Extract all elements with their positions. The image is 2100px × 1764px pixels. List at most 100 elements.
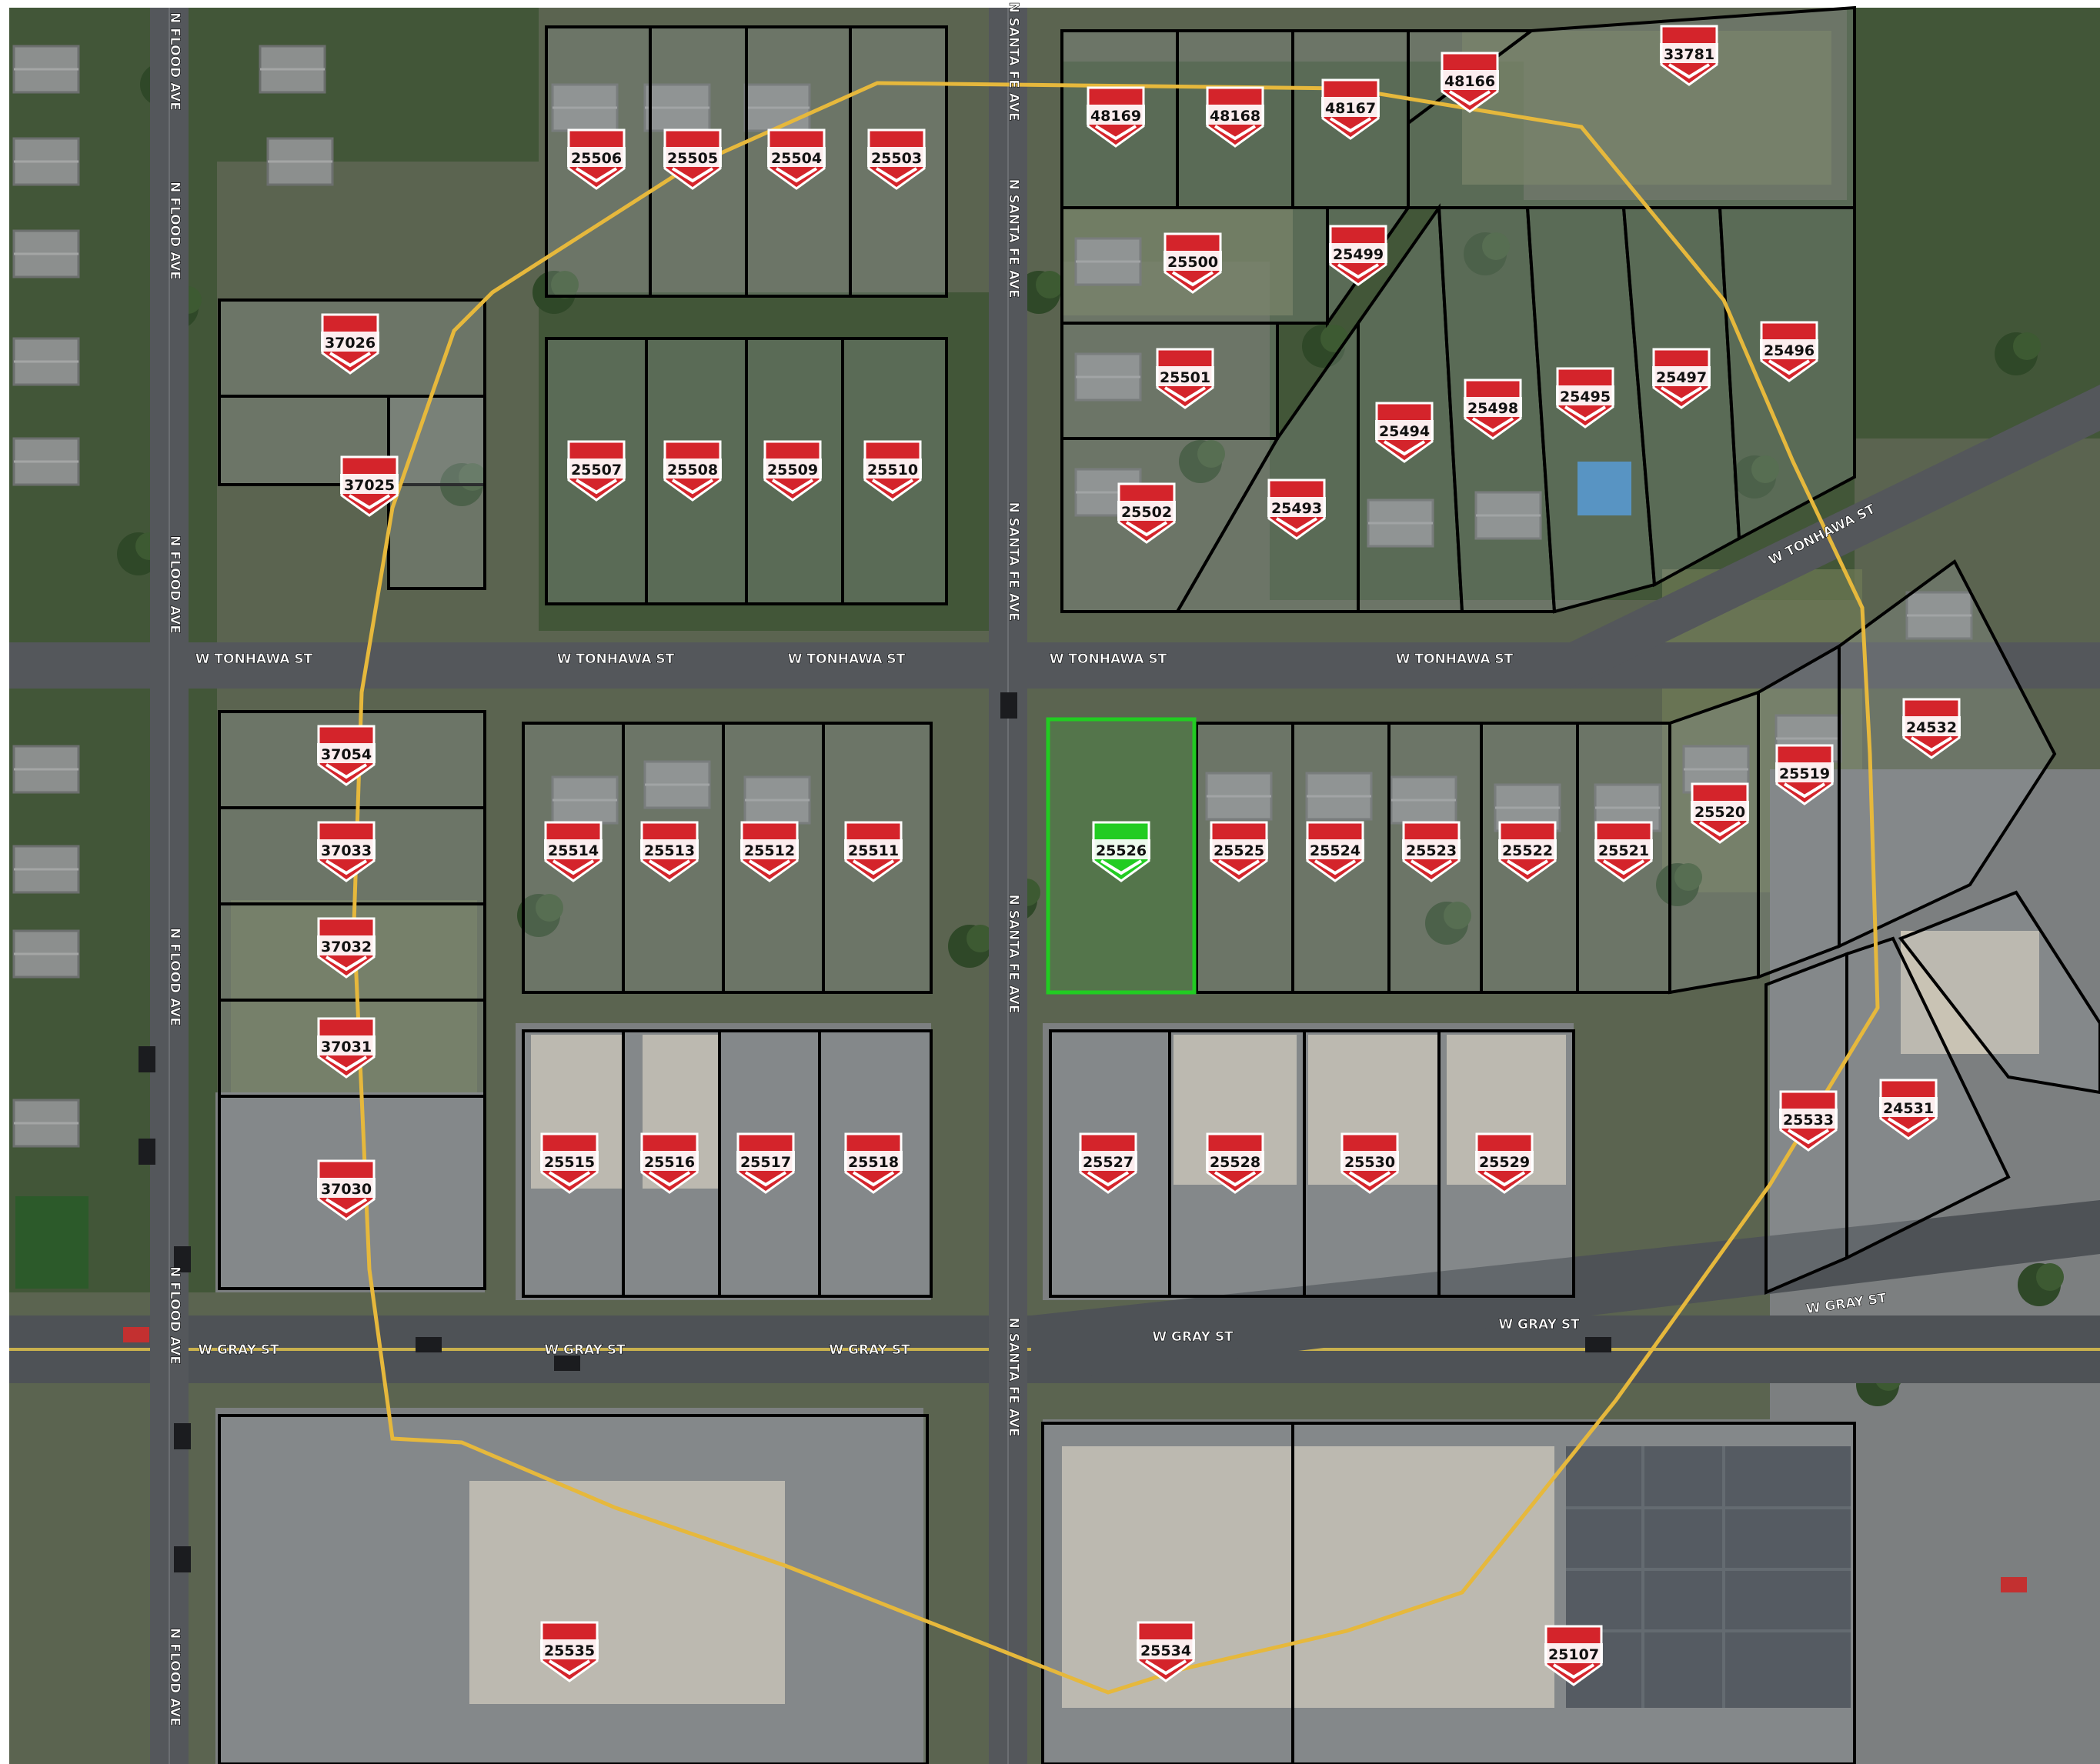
parcel-marker-25505[interactable]: 25505 (663, 128, 722, 190)
parcel-marker-25519[interactable]: 25519 (1775, 744, 1834, 805)
parcel-marker-25502[interactable]: 25502 (1117, 482, 1176, 544)
parcel-marker-25517[interactable]: 25517 (736, 1132, 795, 1194)
parcel-marker-25497[interactable]: 25497 (1652, 348, 1711, 409)
parcel-marker-25521[interactable]: 25521 (1594, 821, 1653, 882)
parcel-marker-25507[interactable]: 25507 (567, 440, 626, 502)
parcel-id-label: 25511 (848, 842, 899, 859)
parcel-marker-48169[interactable]: 48169 (1087, 86, 1145, 148)
marker-label-box (321, 332, 379, 352)
parcel-marker-48166[interactable]: 48166 (1441, 52, 1499, 113)
parcel-marker-25107[interactable]: 25107 (1544, 1625, 1603, 1686)
parcel-marker-25504[interactable]: 25504 (767, 128, 826, 190)
marker-label-box (1691, 801, 1749, 821)
parcel-marker-25526[interactable]: 25526 (1092, 821, 1150, 882)
marker-chevron-icon (1506, 859, 1549, 875)
parcel-marker-25514[interactable]: 25514 (544, 821, 603, 882)
parcel-marker-25533[interactable]: 25533 (1779, 1090, 1838, 1152)
parcel-marker-25506[interactable]: 25506 (567, 128, 626, 190)
marker-chevron-icon (875, 167, 918, 183)
parcel-marker-25496[interactable]: 25496 (1760, 321, 1818, 382)
street-label-n-santafe-5: N SANTA FE AVE (1006, 1317, 1021, 1436)
parcel-marker-24532[interactable]: 24532 (1902, 698, 1961, 759)
parcel-marker-25498[interactable]: 25498 (1464, 378, 1522, 440)
parcel-marker-37031[interactable]: 37031 (317, 1017, 376, 1079)
parcel-id-label: 25506 (571, 150, 622, 167)
parcel-marker-25522[interactable]: 25522 (1498, 821, 1557, 882)
parcel-marker-37026[interactable]: 37026 (321, 313, 379, 375)
parcel-id-label: 25494 (1379, 423, 1430, 440)
parcel-id-label: 37030 (321, 1181, 372, 1198)
parcel-id-label: 37026 (325, 335, 376, 352)
parcel-marker-25515[interactable]: 25515 (540, 1132, 599, 1194)
marker-label-box (1879, 1097, 1938, 1117)
parcel-marker-25509[interactable]: 25509 (763, 440, 822, 502)
marker-label-box (1556, 385, 1614, 405)
parcel-id-label: 25515 (544, 1154, 595, 1171)
marker-label-box (1306, 839, 1364, 859)
marker-chevron-icon (1787, 1129, 1830, 1145)
parcel-marker-25527[interactable]: 25527 (1079, 1132, 1137, 1194)
marker-chevron-icon (852, 1171, 895, 1187)
parcel-marker-25520[interactable]: 25520 (1691, 782, 1749, 844)
street-label-w-tonhawa-5: W TONHAWA ST (1396, 652, 1514, 667)
parcel-marker-25501[interactable]: 25501 (1156, 348, 1214, 409)
marker-chevron-icon (1552, 1663, 1595, 1679)
roads-layer (9, 8, 2100, 1764)
parcel-marker-25511[interactable]: 25511 (844, 821, 903, 882)
marker-label-box (1902, 716, 1961, 736)
parcel-marker-25534[interactable]: 25534 (1137, 1621, 1195, 1682)
parcel-marker-37033[interactable]: 37033 (317, 821, 376, 882)
parcel-marker-25516[interactable]: 25516 (640, 1132, 699, 1194)
marker-chevron-icon (1471, 417, 1514, 433)
marker-chevron-icon (329, 352, 372, 368)
street-label-w-tonhawa-3: W TONHAWA ST (788, 652, 906, 667)
marker-chevron-icon (1660, 386, 1703, 402)
parcel-marker-25518[interactable]: 25518 (844, 1132, 903, 1194)
marker-chevron-icon (1564, 405, 1607, 422)
parcel-marker-25510[interactable]: 25510 (863, 440, 922, 502)
street-label-n-flood-4: N FLOOD AVE (167, 928, 182, 1026)
marker-chevron-icon (852, 859, 895, 875)
parcel-marker-24531[interactable]: 24531 (1879, 1079, 1938, 1140)
marker-label-box (1760, 339, 1818, 359)
marker-label-box (1117, 501, 1176, 521)
parcel-id-label: 25500 (1167, 254, 1218, 271)
parcel-id-label: 25499 (1333, 246, 1384, 263)
marker-chevron-icon (325, 1055, 368, 1072)
marker-label-box (736, 1151, 795, 1171)
parcel-marker-25530[interactable]: 25530 (1340, 1132, 1399, 1194)
parcel-marker-25495[interactable]: 25495 (1556, 367, 1614, 428)
parcel-marker-48167[interactable]: 48167 (1321, 78, 1380, 140)
marker-label-box (844, 1151, 903, 1171)
parcel-id-label: 25497 (1656, 369, 1707, 386)
parcel-marker-25523[interactable]: 25523 (1402, 821, 1461, 882)
parcel-marker-25535[interactable]: 25535 (540, 1621, 599, 1682)
marker-chevron-icon (575, 479, 618, 495)
parcel-marker-37054[interactable]: 37054 (317, 725, 376, 786)
parcel-marker-37025[interactable]: 37025 (340, 455, 399, 517)
marker-chevron-icon (1100, 859, 1143, 875)
parcel-marker-48168[interactable]: 48168 (1206, 86, 1264, 148)
parcel-marker-25499[interactable]: 25499 (1329, 225, 1387, 286)
parcel-marker-37032[interactable]: 37032 (317, 917, 376, 979)
parcel-marker-25503[interactable]: 25503 (867, 128, 926, 190)
parcel-marker-25524[interactable]: 25524 (1306, 821, 1364, 882)
parcel-marker-25528[interactable]: 25528 (1206, 1132, 1264, 1194)
parcel-marker-33781[interactable]: 33781 (1660, 25, 1718, 86)
parcel-marker-25529[interactable]: 25529 (1475, 1132, 1534, 1194)
parcel-marker-37030[interactable]: 37030 (317, 1159, 376, 1221)
parcel-marker-25512[interactable]: 25512 (740, 821, 799, 882)
marker-chevron-icon (671, 167, 714, 183)
parcel-marker-25500[interactable]: 25500 (1164, 232, 1222, 294)
marker-label-box (1775, 762, 1834, 782)
parcel-marker-25525[interactable]: 25525 (1210, 821, 1268, 882)
marker-chevron-icon (748, 859, 791, 875)
parcel-marker-25494[interactable]: 25494 (1375, 402, 1434, 463)
parcel-marker-25493[interactable]: 25493 (1267, 479, 1326, 540)
parcel-marker-25513[interactable]: 25513 (640, 821, 699, 882)
parcel-marker-25508[interactable]: 25508 (663, 440, 722, 502)
parcel-id-label: 25527 (1083, 1154, 1133, 1171)
marker-label-box (844, 839, 903, 859)
